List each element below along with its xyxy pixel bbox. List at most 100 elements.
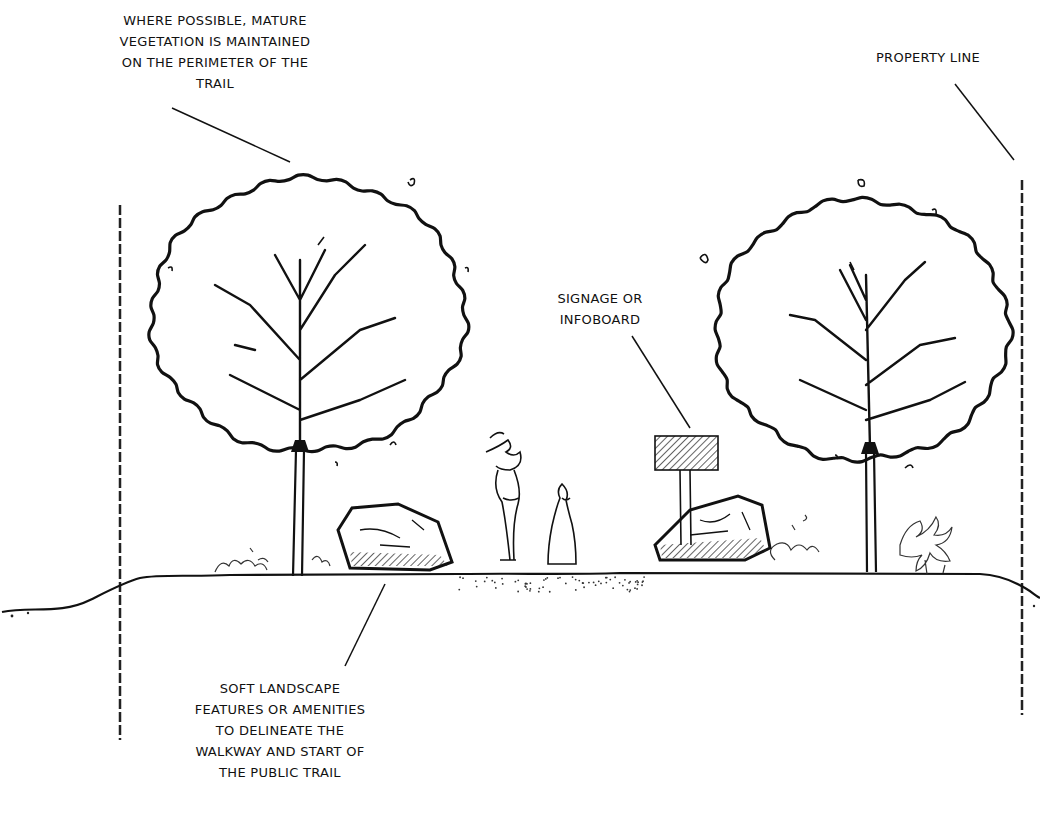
- callout-label: WHERE POSSIBLE, MATURE VEGETATION IS MAI…: [113, 10, 318, 94]
- gravel-dot: [484, 581, 486, 583]
- gravel-dot: [524, 583, 526, 585]
- gravel-dot: [486, 577, 488, 579]
- gravel-dot: [572, 576, 574, 578]
- gravel-dot: [458, 589, 460, 591]
- gravel-dot: [538, 587, 540, 589]
- gravel-dot: [634, 587, 636, 589]
- boulder: [338, 504, 452, 570]
- shrubs: [215, 515, 952, 574]
- shrub-squiggle: [770, 515, 819, 560]
- shrub-squiggle: [215, 548, 330, 572]
- gravel-dot: [582, 582, 584, 584]
- sign-post: [680, 470, 691, 545]
- gravel-dot: [605, 582, 607, 584]
- leaf-mark: [168, 179, 468, 466]
- gravel-dot: [600, 582, 602, 584]
- gravel-dot: [549, 591, 551, 593]
- gravel-dot: [641, 584, 643, 586]
- gravel-dot: [583, 586, 585, 588]
- tree-crown: [715, 197, 1013, 462]
- leaf-mark: [700, 180, 936, 468]
- gravel-dot: [626, 589, 628, 591]
- boulder-shade: [350, 552, 448, 566]
- callout-label: PROPERTY LINE: [828, 47, 1028, 68]
- gravel-dot: [529, 582, 531, 584]
- boulder-texture: [690, 512, 750, 535]
- gravel-dot: [614, 576, 616, 578]
- gravel-dot: [619, 582, 621, 584]
- property-line: [119, 205, 122, 740]
- sign-panel: [655, 436, 718, 470]
- ground-dot: [11, 615, 14, 618]
- gravel-dot: [595, 584, 597, 586]
- gravel-dot: [517, 579, 519, 581]
- gravel-dot: [629, 591, 631, 593]
- gravel-dot: [637, 581, 639, 583]
- gravel-dot: [635, 581, 637, 583]
- shrub-squiggle: [900, 517, 952, 574]
- gravel-dot: [637, 584, 639, 586]
- walkway-gravel: [458, 576, 645, 593]
- gravel-dot: [526, 588, 528, 590]
- leader-line: [172, 108, 290, 162]
- tree-trunk: [293, 450, 304, 576]
- gravel-dot: [514, 581, 516, 583]
- gravel-dot: [643, 576, 645, 578]
- gravel-dot: [525, 583, 527, 585]
- gravel-dot: [462, 577, 464, 579]
- boulder: [655, 496, 770, 560]
- adult-figure: [486, 433, 521, 560]
- callout-label: SOFT LANDSCAPE FEATURES OR AMENITIES TO …: [191, 678, 369, 783]
- gravel-dot: [582, 582, 584, 584]
- gravel-dot: [525, 586, 527, 588]
- leader-lines: [172, 84, 1014, 666]
- gravel-dot: [529, 588, 531, 590]
- gravel-dot: [578, 580, 580, 582]
- leaf-marks: [168, 179, 936, 468]
- branch-lines: [215, 245, 405, 445]
- gravel-dot: [559, 577, 561, 579]
- boulder-texture: [360, 520, 424, 547]
- gravel-dot: [545, 578, 547, 580]
- property-line: [1021, 180, 1024, 715]
- gravel-dot: [606, 577, 608, 579]
- gravel-dot: [565, 583, 567, 585]
- ground-dots: [11, 605, 1036, 618]
- gravel-dot: [575, 579, 577, 581]
- person-figures: [486, 433, 576, 564]
- gravel-dot: [609, 579, 611, 581]
- gravel-dot: [542, 586, 544, 588]
- branch-lines: [790, 262, 965, 448]
- gravel-dot: [642, 580, 644, 582]
- gravel-dot: [546, 577, 548, 579]
- tree-trunk: [866, 452, 876, 572]
- gravel-dot: [557, 577, 559, 579]
- gravel-dot: [641, 581, 643, 583]
- tree-crown: [149, 175, 469, 452]
- leader-line: [955, 84, 1014, 160]
- tree-crowns: [149, 175, 1013, 462]
- gravel-dot: [575, 589, 577, 591]
- gravel-dot: [605, 577, 607, 579]
- ground-dot: [1033, 605, 1035, 607]
- ground-dot: [27, 612, 29, 614]
- gravel-dot: [491, 580, 493, 582]
- gravel-dot: [495, 587, 497, 589]
- gravel-dot: [494, 582, 496, 584]
- boulder-outline: [655, 496, 770, 560]
- boulder-shade: [660, 538, 767, 558]
- gravel-dot: [476, 586, 478, 588]
- gravel-dot: [529, 590, 531, 592]
- gravel-dot: [543, 579, 545, 581]
- gravel-dot: [628, 582, 630, 584]
- gravel-dot: [629, 589, 631, 591]
- tree-branches: [215, 245, 965, 448]
- gravel-dot: [624, 579, 626, 581]
- leader-line: [345, 584, 385, 666]
- gravel-dot: [459, 576, 461, 578]
- gravel-dot: [538, 591, 540, 593]
- gravel-dot: [524, 585, 526, 587]
- leader-line: [632, 336, 690, 428]
